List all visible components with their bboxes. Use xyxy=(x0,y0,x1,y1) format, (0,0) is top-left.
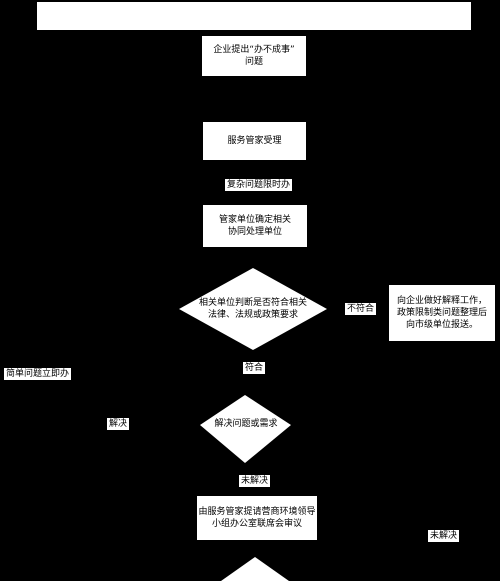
edge-label-simple-now: 简单问题立即办 xyxy=(4,368,72,380)
edge-label-not-compliant: 不符合 xyxy=(345,303,377,315)
accept-node: 服务管家受理 xyxy=(203,122,306,160)
edge-label-unresolved: 未解决 xyxy=(239,475,271,487)
edge-label-resolved: 解决 xyxy=(107,418,130,430)
explain-node: 向企业做好解释工作， 政策限制类问题整理后 向市级单位报送。 xyxy=(389,285,495,341)
judge-diamond xyxy=(179,268,327,350)
escalate-node: 由服务管家提请营商环境领导 小组办公室联席会审议 xyxy=(197,496,317,540)
raise-issue-node: 企业提出“办不成事” 问题 xyxy=(202,36,306,76)
bottom-diamond xyxy=(221,557,289,581)
edge-label-compliant: 符合 xyxy=(243,362,266,374)
solved-check-label: 解决问题或需求 xyxy=(214,419,278,429)
edge-label-unresolved-right: 未解决 xyxy=(428,530,460,542)
edge-label-complex-limit: 复杂问题限时办 xyxy=(225,179,293,191)
solved-check-diamond xyxy=(200,395,291,463)
judge-label: 相关单位判断是否符合相关 法律、法规或政策要求 xyxy=(198,298,307,320)
top-bar xyxy=(37,2,471,30)
confirm-units-node: 管家单位确定相关 协同处理单位 xyxy=(203,205,307,247)
